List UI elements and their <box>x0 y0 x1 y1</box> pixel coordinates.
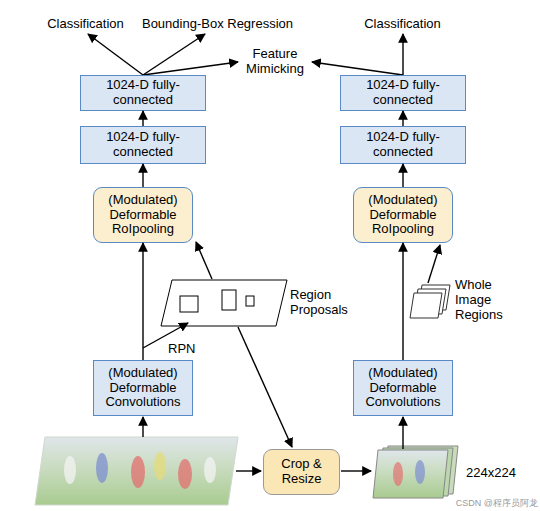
player <box>96 453 108 483</box>
flow-arrow <box>142 417 143 437</box>
box-text: (Modulated) Deformable Convolutions <box>360 366 446 411</box>
player <box>415 460 425 484</box>
proposal-box <box>180 296 198 312</box>
region-proposals-figure <box>161 280 287 326</box>
flow-arrow <box>142 111 143 126</box>
proposal-box <box>222 290 236 310</box>
cropped-image <box>373 450 448 498</box>
output-arrow <box>88 34 143 75</box>
box-text: 1024-D fully-connected <box>347 78 459 108</box>
fully-connected-box: 1024-D fully-connected <box>80 126 206 164</box>
output-arrow <box>312 62 403 75</box>
size-label: 224x224 <box>466 466 530 481</box>
fully-connected-box: 1024-D fully-connected <box>340 75 466 111</box>
output-label: Classification <box>355 17 450 32</box>
whole-image-regions-figure <box>410 285 450 318</box>
crop-resize-box: Crop & Resize <box>263 449 340 495</box>
photo-players <box>64 452 216 489</box>
box-text: (Modulated) Deformable Convolutions <box>100 366 186 411</box>
proposal-box <box>246 296 254 306</box>
figure-label: Whole Image Regions <box>455 278 517 323</box>
convolution-box: (Modulated) Deformable Convolutions <box>93 360 193 416</box>
player <box>131 456 145 488</box>
player <box>204 457 216 483</box>
output-label: Classification <box>38 17 133 32</box>
box-text: 1024-D fully-connected <box>347 130 459 160</box>
figure-label: Region Proposals <box>290 288 356 318</box>
box-text: 1024-D fully-connected <box>87 78 199 108</box>
proposal-plane <box>161 280 287 326</box>
player <box>154 452 166 480</box>
flow-arrow <box>402 243 403 360</box>
player <box>64 456 76 484</box>
flow-arrow <box>402 111 403 126</box>
flow-arrow <box>402 164 403 187</box>
flow-arrow <box>238 327 292 447</box>
flow-arrow <box>196 242 212 279</box>
region-page <box>410 293 442 318</box>
branch-label: RPN <box>168 342 208 357</box>
watermark: CSDN @程序员阿龙 <box>400 498 538 508</box>
flow-arrow <box>236 470 261 471</box>
flow-arrow <box>142 243 143 360</box>
fully-connected-box: 1024-D fully-connected <box>340 126 466 164</box>
input-photo <box>35 437 238 505</box>
output-arrow <box>143 62 238 75</box>
player <box>178 459 192 489</box>
flow-arrow <box>142 164 143 187</box>
box-text: 1024-D fully-connected <box>87 130 199 160</box>
box-text: (Modulated) Deformable RoIpooling <box>360 193 446 238</box>
player <box>393 462 403 486</box>
box-text: (Modulated) Deformable RoIpooling <box>100 193 186 238</box>
convolution-box: (Modulated) Deformable Convolutions <box>353 360 453 416</box>
flow-arrow <box>341 470 371 471</box>
output-label: Feature Mimicking <box>240 47 310 77</box>
output-arrow <box>402 34 403 75</box>
roipooling-box: (Modulated) Deformable RoIpooling <box>353 187 453 243</box>
roipooling-box: (Modulated) Deformable RoIpooling <box>93 187 193 243</box>
cropped-image-stack <box>373 446 458 498</box>
output-label: Bounding-Box Regression <box>135 17 300 32</box>
output-arrow <box>143 34 205 75</box>
fully-connected-box: 1024-D fully-connected <box>80 75 206 111</box>
flow-arrow <box>428 245 440 283</box>
box-text: Crop & Resize <box>270 457 333 487</box>
flow-arrow <box>402 417 403 449</box>
